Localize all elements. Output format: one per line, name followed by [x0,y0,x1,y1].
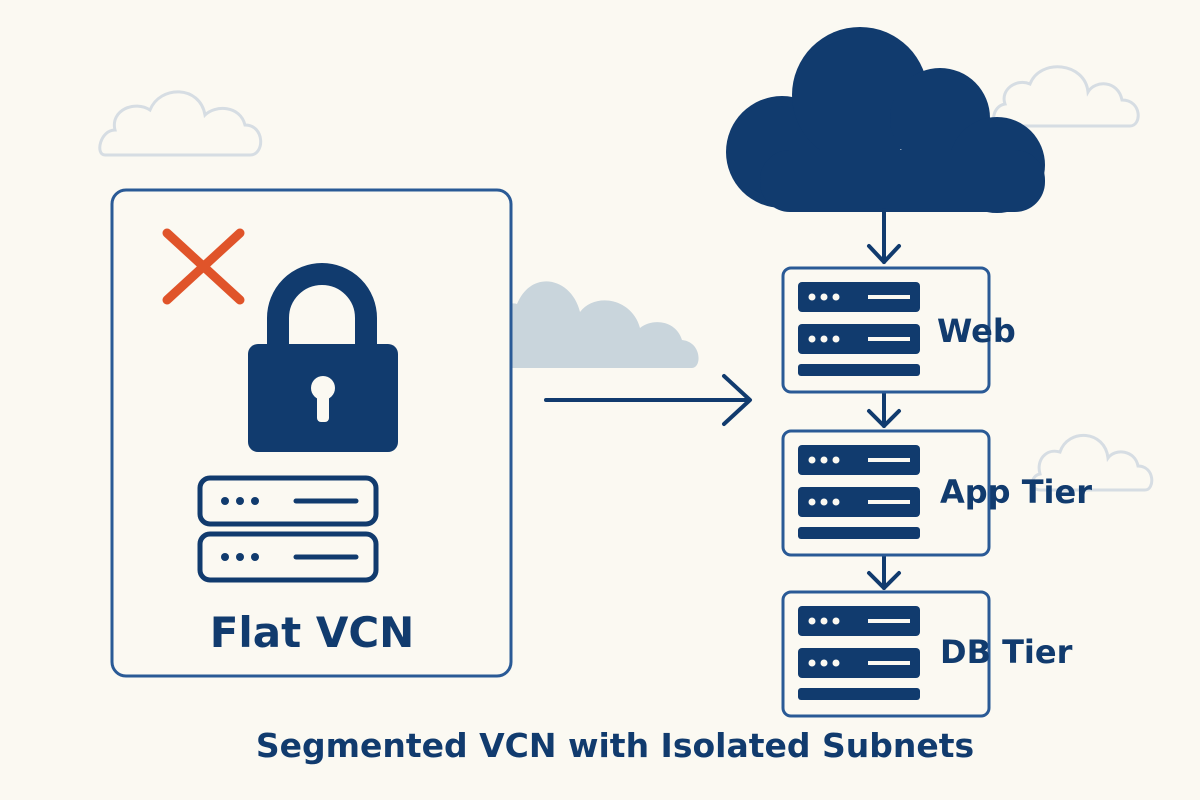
tier-label-app: App Tier [940,473,1092,511]
tier-web-box [781,266,991,394]
background-cloud-icon [498,281,699,368]
transition-arrow [544,374,752,426]
tier-db-box [781,590,991,718]
decorative-cloud-icon [1031,434,1154,492]
server-icon [798,606,920,700]
down-arrow [867,208,901,264]
flat-vcn-label: Flat VCN [209,608,415,657]
tier-label-web: Web [937,312,1016,350]
server-unit [197,531,379,583]
decorative-cloud-icon [992,65,1140,128]
x-mark-icon [162,228,245,305]
diagram-caption: Segmented VCN with Isolated Subnets [255,726,975,765]
padlock-icon [248,263,398,452]
decorative-cloud-icon [98,90,263,157]
server-unit [197,475,379,527]
tier-app-box [781,429,991,557]
server-icon [197,475,379,583]
server-icon [798,282,920,376]
server-icon [798,445,920,539]
tier-label-db: DB Tier [940,633,1073,671]
down-arrow [867,553,901,590]
cloud-icon [726,27,1045,213]
down-arrow [867,390,901,428]
